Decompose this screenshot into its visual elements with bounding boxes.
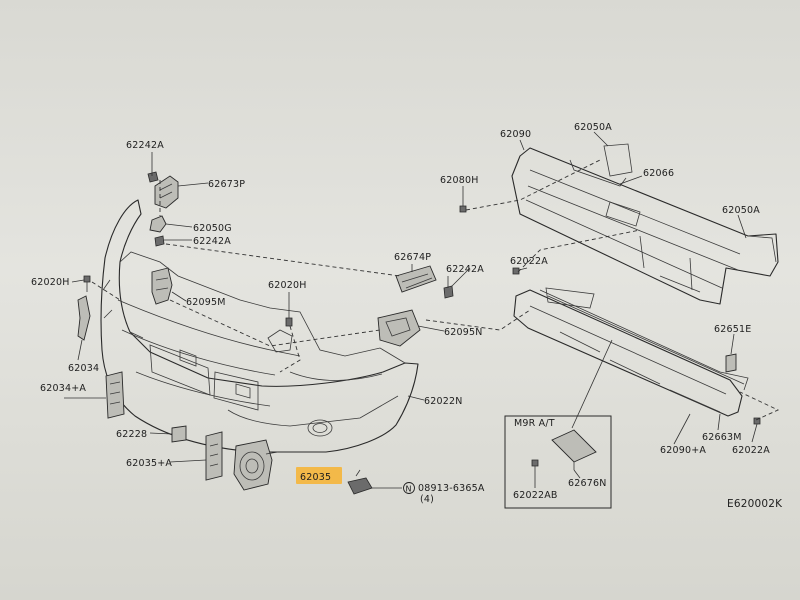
label-62034A: 62034+A — [40, 383, 86, 394]
label-62095M: 62095M — [186, 297, 226, 308]
bumper-reinforcement — [511, 143, 779, 305]
label-62022A-bottom: 62022A — [732, 445, 770, 456]
label-62095N: 62095N — [444, 327, 483, 338]
label-62090A: 62090+A — [660, 445, 706, 456]
right-small-parts — [459, 205, 761, 425]
label-62022AB: 62022AB — [513, 490, 558, 501]
label-62651E: 62651E — [714, 324, 751, 335]
label-62663M: 62663M — [702, 432, 742, 443]
energy-absorber — [513, 287, 749, 417]
label-62090-top: 62090 — [500, 129, 531, 140]
label-62020H-center: 62020H — [268, 280, 307, 291]
label-08913-6365A: 08913-6365A — [418, 483, 485, 494]
label-62050A-right: 62050A — [722, 205, 760, 216]
label-62242A-right: 62242A — [446, 264, 484, 275]
left-side-brackets — [77, 168, 373, 495]
label-62242A-mid: 62242A — [193, 236, 231, 247]
center-brackets — [285, 265, 454, 347]
leader-lines — [64, 131, 758, 489]
label-62676N: 62676N — [568, 478, 607, 489]
label-62035: 62035 — [300, 472, 331, 483]
label-62673P: 62673P — [208, 179, 245, 190]
part-labels: 62242A 62673P 62050G 62242A 62020H 62095… — [31, 122, 783, 510]
assembly-lines — [91, 159, 780, 429]
label-62674P: 62674P — [394, 252, 431, 263]
label-62080H: 62080H — [440, 175, 479, 186]
label-62022A-mid: 62022A — [510, 256, 548, 267]
inset-title: M9R A/T — [514, 418, 555, 429]
label-62066: 62066 — [643, 168, 674, 179]
front-bumper-fascia — [100, 199, 419, 453]
label-08913-qty: (4) — [420, 494, 434, 505]
label-62020H-left: 62020H — [31, 277, 70, 288]
label-62035A: 62035+A — [126, 458, 172, 469]
figure-code: E620002K — [727, 498, 783, 510]
nut-symbol-letter: N — [406, 485, 412, 494]
label-62050A-top: 62050A — [574, 122, 612, 133]
nut-symbol: N — [403, 482, 415, 494]
highlight-marker — [296, 467, 342, 484]
label-62050G: 62050G — [193, 223, 232, 234]
inset-box-m9r-at — [504, 415, 612, 509]
label-62228: 62228 — [116, 429, 147, 440]
label-62242A-top: 62242A — [126, 140, 164, 151]
label-62034: 62034 — [68, 363, 99, 374]
label-62022N: 62022N — [424, 396, 463, 407]
